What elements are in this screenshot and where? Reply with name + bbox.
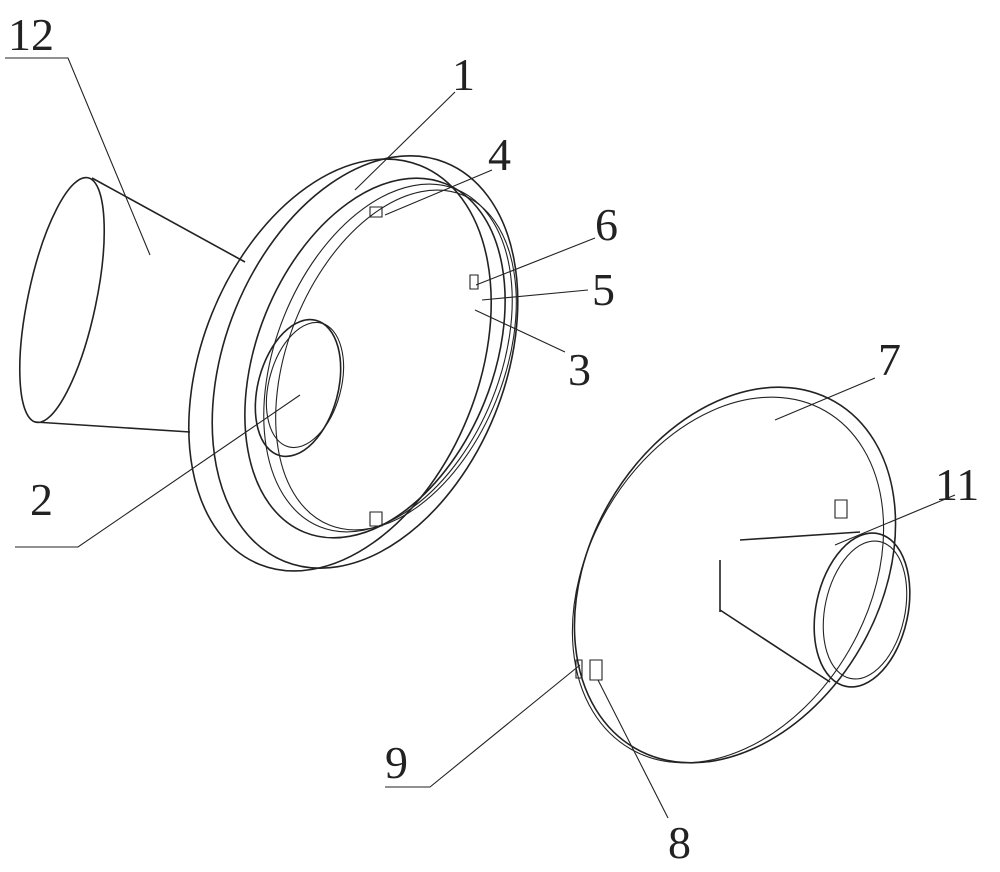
label-5: 5 — [592, 264, 615, 315]
label-11: 11 — [935, 459, 979, 510]
disk-part-7 — [571, 386, 911, 764]
label-2: 2 — [30, 474, 53, 525]
label-7: 7 — [878, 334, 901, 385]
ring-part-1 — [188, 155, 519, 572]
tube-part-12 — [18, 176, 246, 433]
label-1: 1 — [452, 49, 475, 100]
label-8: 8 — [668, 817, 691, 868]
label-6: 6 — [595, 199, 618, 250]
label-4: 4 — [488, 129, 511, 180]
label-9: 9 — [385, 737, 408, 788]
label-12: 12 — [8, 9, 54, 60]
label-3: 3 — [568, 344, 591, 395]
leader-lines — [5, 57, 956, 819]
